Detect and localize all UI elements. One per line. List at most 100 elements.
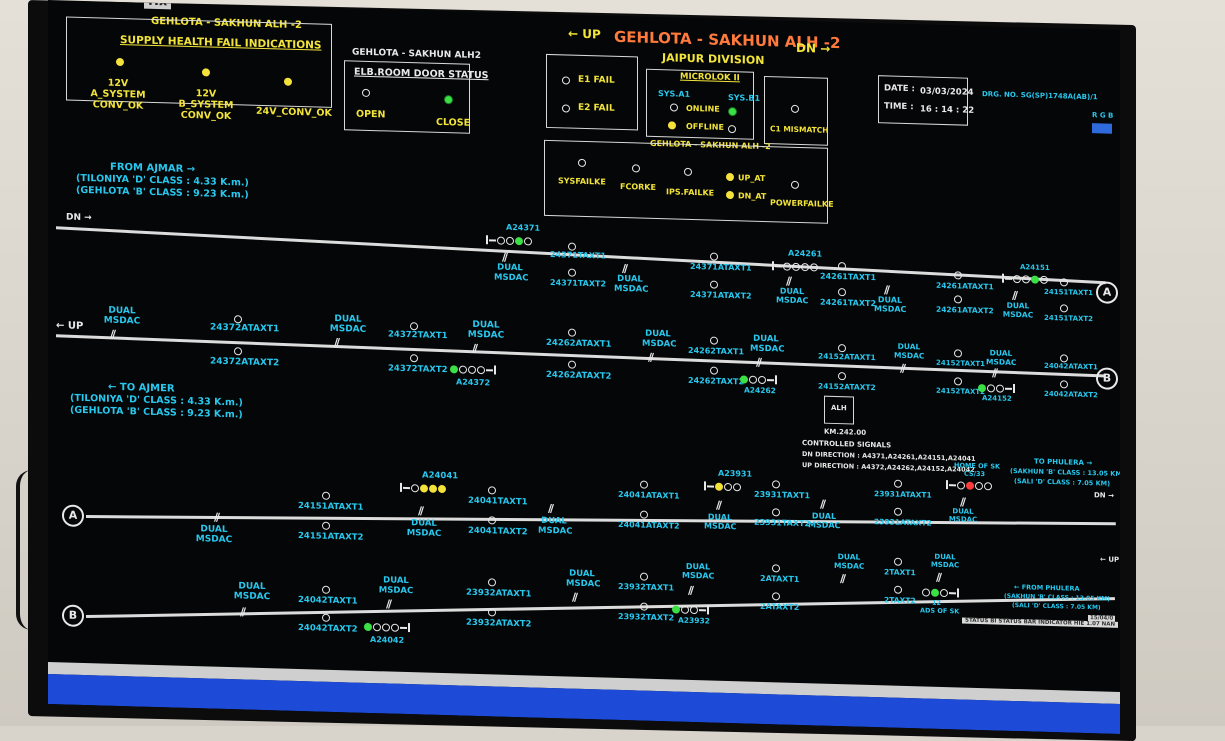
sys-a-online-indicator [670,103,678,112]
axle-label: 24371ATAXT2 [690,289,752,301]
dn-direction-label: DN → [796,40,831,56]
alh-box-label: ALH [831,403,847,413]
signal-label-a24151-top: A24151 [1020,263,1050,272]
display-screen: Hx GEHLOTA - SAKHUN ALH -2 SUPPLY HEALTH… [48,0,1120,734]
dual-msdac-label: DUAL MSDAC [808,511,841,531]
ipsfailke-indicator [684,167,692,176]
up-at-label: UP_AT [738,173,766,184]
track-indicator [640,572,648,581]
track-indicator [322,521,330,530]
track-indicator [710,280,718,289]
axle-label: 24152ATAXT1 [818,351,876,363]
axle-label: 24042ATAXT2 [1044,389,1098,400]
axle-counter-joint: // [936,570,941,584]
track-indicator [1060,304,1068,313]
axle-label: 24262ATAXT1 [546,337,612,350]
track-indicator [322,585,330,594]
axle-label: 24152TAXT1 [936,358,986,369]
signal-a24261 [772,260,818,272]
time-value: 16 : 14 : 22 [920,104,975,116]
axle-counter-joint: // [840,572,845,586]
up-at-indicator [726,172,734,182]
signal-a24041 [400,482,446,494]
rgb-label: R G B [1092,111,1114,120]
signal-label-a24372: A24372 [456,377,491,388]
fcorke-label: FCORKE [620,181,656,192]
right-arrow-icon: → [816,41,831,56]
door-open-label: OPEN [356,108,386,121]
right-arrow-icon: → [183,163,196,176]
track-indicator [640,602,648,611]
track-indicator [772,564,780,573]
dual-msdac-label: DUAL MSDAC [467,319,505,341]
track-indicator [568,268,576,277]
signal-a23931 [704,480,741,492]
e1-fail-label: E1 FAIL [578,74,615,86]
up-track-label: ← UP [56,320,84,332]
signal-label-a24152: A24152 [982,394,1012,403]
signal-label-a23932: A23932 [678,615,710,626]
track-indicator [772,508,780,517]
axle-counter-joint: // [900,361,905,375]
microlok-title: MICROLOK II [680,71,740,84]
dual-msdac-label: DUAL MSDAC [894,341,925,361]
sali-distance-bottom: (SALI 'D' CLASS : 7.05 KM) [1012,601,1101,612]
sysfailke-label: SYSFAILKE [558,176,606,187]
up-direction-label: ← UP [568,26,601,42]
signal-a23932 [672,603,709,615]
dn-at-indicator [726,190,734,200]
track-indicator [954,295,962,304]
dual-msdac-label: DUAL MSDAC [329,313,367,335]
from-phulera-label: ← FROM PHULERA [1014,582,1080,593]
e-fail-panel [546,53,638,131]
axle-counter-joint: // [820,497,825,511]
door-close-label: CLOSE [436,116,471,129]
signal-12 [922,586,959,598]
track-indicator [710,336,718,345]
sys-b-offline-indicator [728,124,736,134]
track-indicator [954,349,962,358]
e1-fail-indicator [562,76,570,85]
track-indicator [568,242,576,251]
dual-msdac-label: DUAL MSDAC [566,568,601,590]
axle-label: 24261ATAXT1 [936,280,994,292]
track-indicator [234,315,242,324]
axle-label: 2TAXT1 [884,567,916,578]
time-label: TIME : [884,101,914,113]
axle-label: 23932TAXT2 [618,611,675,623]
online-label: ONLINE [686,103,720,114]
dual-msdac-label: DUAL MSDAC [406,518,442,539]
axle-label: 2ATAXT1 [760,573,800,584]
track-indicator [488,486,496,495]
right-arrow-icon: → [1083,458,1093,468]
signal-label-a23931: A23931 [718,468,753,479]
track-end-b-bottom: B [62,604,84,628]
track-indicator [488,516,496,525]
dual-msdac-label: DUAL MSDAC [704,512,737,532]
signal-label-a24262: A24262 [744,385,776,396]
axle-label: 24042TAXT1 [298,594,358,607]
axle-label: 24261TAXT2 [820,297,877,309]
dual-msdac-label: DUAL MSDAC [103,305,141,327]
track-indicator [894,557,902,566]
fcorke-indicator [632,164,640,173]
to-ajmer-label: ← TO AJMER [108,381,175,395]
sys-b-online-indicator [728,106,737,117]
axle-counter-joint: // [214,510,219,524]
date-value: 03/03/2024 [920,86,974,98]
dual-msdac-label: DUAL MSDAC [948,507,978,524]
signal-cs33 [946,479,992,491]
dn-at-label: DN_AT [738,191,767,202]
axle-counter-joint: // [756,355,761,369]
axle-label: 24041TAXT2 [468,525,528,538]
dual-msdac-label: DUAL MSDAC [874,295,907,314]
sys-b-label: SYS.B1 [728,92,761,103]
dual-msdac-label: DUAL MSDAC [378,575,414,597]
axle-label: 24372ATAXT2 [210,356,280,369]
axle-label: 24371TAXT2 [550,278,607,289]
track-indicator [894,479,902,488]
track-indicator [710,252,718,261]
track-indicator [568,360,576,369]
axle-label: 24041ATAXT1 [618,489,680,501]
axle-label: 2ATAXT2 [760,601,800,612]
